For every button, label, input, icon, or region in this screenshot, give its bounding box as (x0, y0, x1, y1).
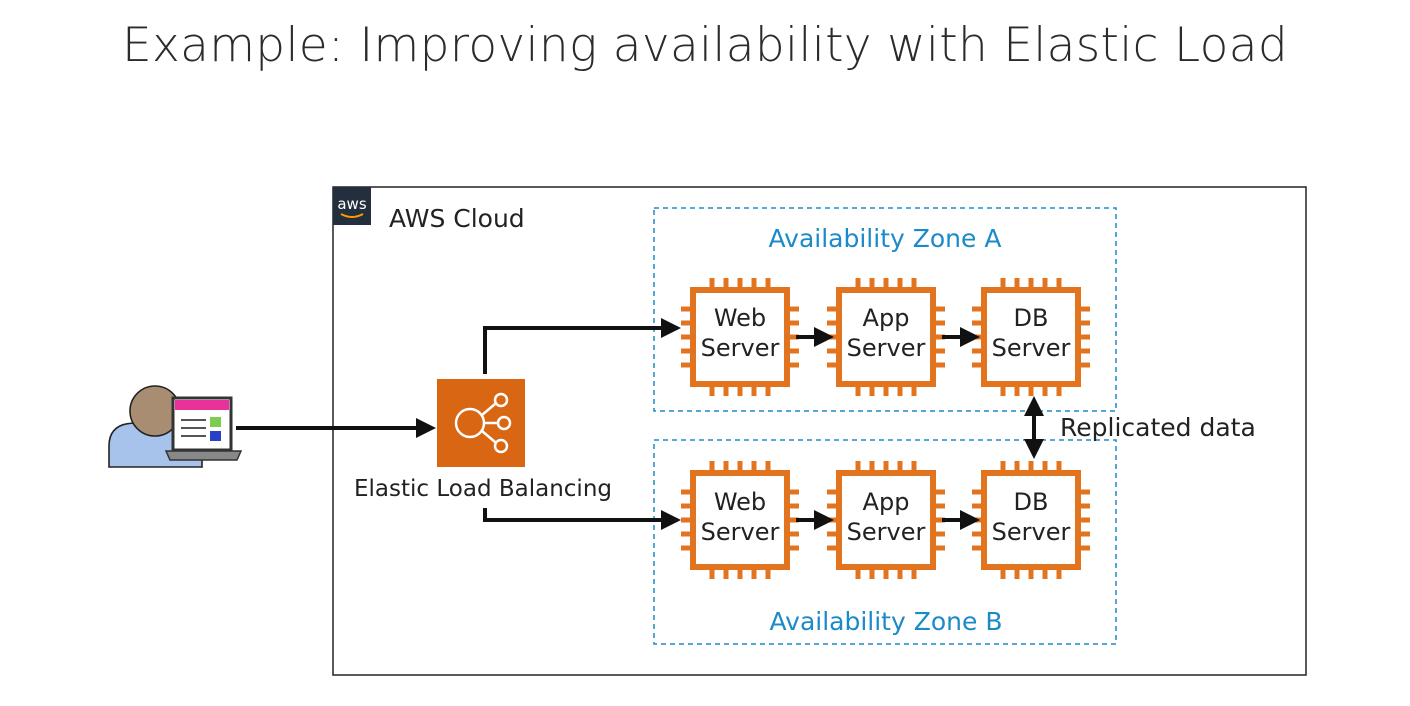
server-label-line2: Server (701, 334, 780, 362)
elastic-load-balancing-icon (437, 379, 525, 467)
server-label-line1: DB (1014, 488, 1049, 516)
laptop-icon (164, 396, 243, 461)
aws-cloud-label: AWS Cloud (389, 204, 525, 233)
page-title: Example: Improving availability with Ela… (122, 18, 1288, 73)
server-label-line2: Server (701, 518, 780, 546)
server-label-line2: Server (847, 334, 926, 362)
replicated-data-label: Replicated data (1060, 413, 1256, 442)
ec2-instance-chip-icon (972, 278, 1090, 396)
server-label-line1: Web (714, 488, 766, 516)
server-label-line2: Server (992, 334, 1071, 362)
server-label-line1: Web (714, 304, 766, 332)
availability-zone-a-border (653, 207, 1117, 412)
svg-text:aws: aws (337, 195, 366, 213)
elb-to-web-a-arrow (483, 318, 681, 374)
availability-zone-a-label: Availability Zone A (769, 224, 1002, 253)
elastic-load-balancing-label: Elastic Load Balancing (354, 476, 612, 502)
server-label-line1: App (863, 304, 910, 332)
ec2-instance-chip-icon (681, 278, 799, 396)
server-label-line2: Server (992, 518, 1071, 546)
availability-zone-b-label: Availability Zone B (770, 607, 1003, 636)
ec2-instance-chip-icon (972, 461, 1090, 579)
elb-to-web-b-arrow (483, 508, 681, 530)
ec2-instance-chip-icon (827, 278, 945, 396)
aws-logo-icon: aws (333, 187, 371, 225)
ec2-instance-chip-icon (681, 461, 799, 579)
aws-cloud-border (332, 186, 1307, 676)
ec2-instance-chip-icon (827, 461, 945, 579)
server-label-line1: DB (1014, 304, 1049, 332)
server-label-line2: Server (847, 518, 926, 546)
server-label-line1: App (863, 488, 910, 516)
